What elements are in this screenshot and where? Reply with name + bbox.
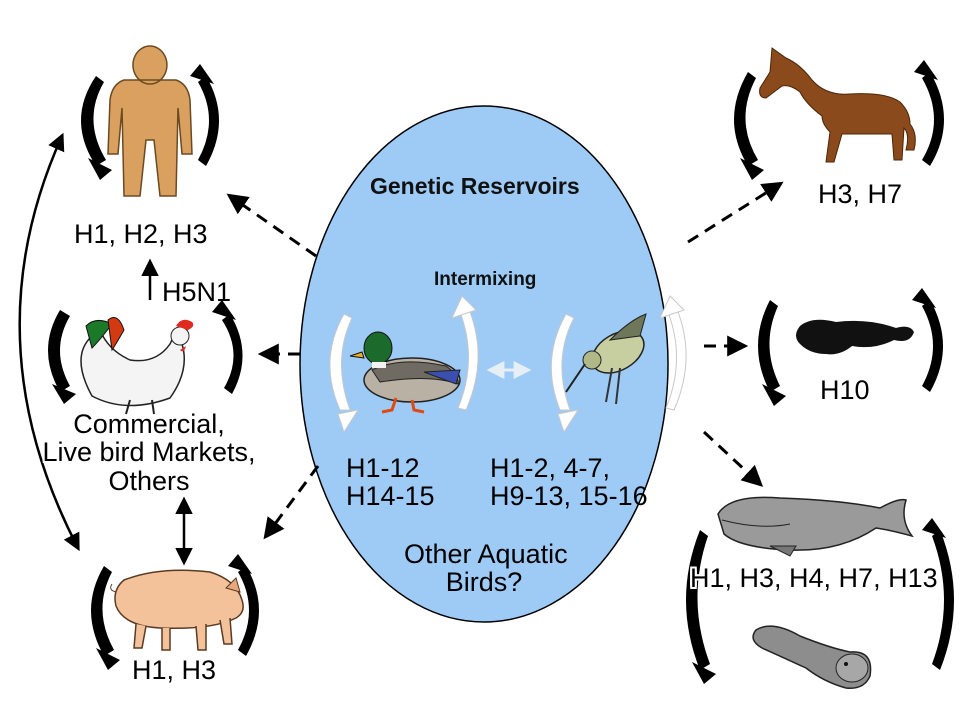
duck-cycle-arrows (329, 295, 479, 434)
shorebird-icon (565, 313, 647, 405)
h5n1-label: H5N1 (162, 277, 232, 307)
duck-subtypes: H1-12 H14-15 (346, 454, 435, 511)
poultry-line-3: Others (108, 465, 190, 496)
pig-subtypes: H1, H3 (132, 655, 217, 685)
shorebird-subtypes-line-1: H1-2, 4-7, (490, 453, 611, 483)
other-line-2: Birds? (445, 567, 523, 598)
reservoir-title: Genetic Reservoirs (370, 173, 580, 199)
seal-icon (752, 625, 872, 689)
poultry-label: Commercial, Live bird Markets, Others (24, 410, 274, 495)
shorebird-subtypes-line-2: H9-13, 15-16 (490, 481, 648, 512)
human-pig-arrow (18, 132, 80, 552)
poultry-line-1: Commercial, (73, 409, 225, 439)
marine-mammal-subtypes: H1, H3, H4, H7, H13 (690, 563, 938, 593)
whale-icon (717, 496, 914, 557)
horse-icon (759, 47, 916, 163)
reservoir-ellipse (299, 105, 669, 623)
arrow-to-marine (702, 430, 764, 487)
duck-subtypes-line-2: H14-15 (346, 481, 435, 512)
poultry-line-2: Live bird Markets, (42, 437, 256, 468)
host-link-arrows (18, 132, 193, 566)
shorebird-cycle-arrows (550, 295, 687, 434)
arrow-to-pig (263, 465, 320, 540)
host-cycle-arrows (48, 60, 954, 684)
mink-subtypes: H10 (820, 375, 870, 405)
human-icon (107, 45, 193, 197)
duck-subtypes-line-1: H1-12 (346, 453, 420, 483)
transmission-arrows (226, 181, 784, 540)
pig-icon (110, 569, 244, 651)
mallard-duck-icon (349, 331, 461, 414)
other-aquatic-birds-label: Other Aquatic Birds? (404, 539, 568, 598)
horse-subtypes: H3, H7 (818, 179, 903, 209)
shorebird-subtypes: H1-2, 4-7, H9-13, 15-16 (490, 454, 648, 511)
other-line-1: Other Aquatic (404, 539, 568, 569)
arrow-to-human (226, 193, 317, 258)
arrow-to-horse (687, 181, 784, 244)
rooster-icon (80, 317, 194, 415)
human-subtypes: H1, H2, H3 (74, 219, 208, 249)
intermixing-label: Intermixing (434, 269, 537, 290)
mink-icon (796, 319, 914, 355)
